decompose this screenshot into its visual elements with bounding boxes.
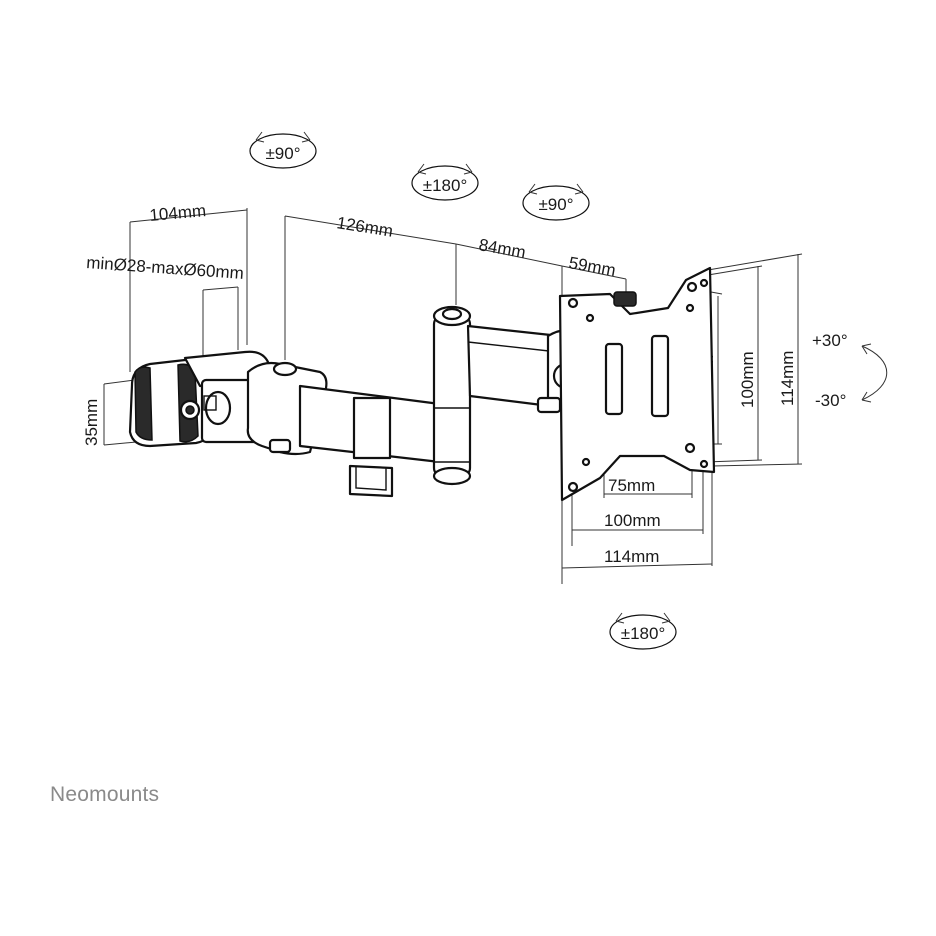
- dim-plate-114-w: 114mm: [561, 470, 713, 584]
- dim-plate-114-h: 114mm: [707, 253, 803, 467]
- tilt-up-label: +30°: [812, 331, 848, 350]
- dim-label: 126mm: [335, 213, 394, 241]
- tilt-down-label: -30°: [815, 391, 846, 410]
- dim-label: 100mm: [604, 511, 661, 530]
- dim-label: 114mm: [604, 547, 659, 566]
- dim-label: 114mm: [778, 351, 797, 406]
- rotation-label: ±90°: [538, 195, 573, 214]
- rotation-label: ±90°: [265, 144, 300, 163]
- tilt-indicator: +30° -30°: [812, 331, 888, 410]
- dim-label: 100mm: [738, 351, 757, 408]
- desk-clamp: [128, 350, 274, 448]
- elbow-joint: [432, 305, 472, 486]
- vesa-plate: [558, 266, 716, 502]
- dim-clamp-depth: 104mm: [129, 201, 248, 372]
- dim-label: 84mm: [477, 235, 527, 262]
- rotation-label: ±180°: [423, 176, 468, 195]
- dim-vesa-75-w: 75mm: [603, 470, 693, 498]
- rotation-arm-upper: ±90°: [249, 131, 317, 169]
- dim-arm-first: 126mm: [284, 213, 457, 360]
- dim-label: 75mm: [608, 476, 655, 495]
- rotation-arm-joint: ±180°: [411, 163, 479, 201]
- dim-label: 59mm: [567, 253, 617, 280]
- dim-head-offset: 59mm: [561, 253, 627, 292]
- brand-logo: Neomounts: [50, 783, 160, 806]
- arm-first: [246, 361, 442, 498]
- dim-label: minØ28-maxØ60mm: [86, 253, 245, 283]
- rotation-plate: ±180°: [609, 612, 677, 650]
- dim-label: 35mm: [82, 399, 101, 446]
- dim-arm-second: 84mm: [455, 235, 563, 330]
- rotation-head-swivel: ±90°: [522, 183, 590, 221]
- rotation-label: ±180°: [621, 624, 666, 643]
- dim-clamp-range: minØ28-maxØ60mm: [86, 253, 245, 360]
- dim-label: 104mm: [149, 201, 207, 225]
